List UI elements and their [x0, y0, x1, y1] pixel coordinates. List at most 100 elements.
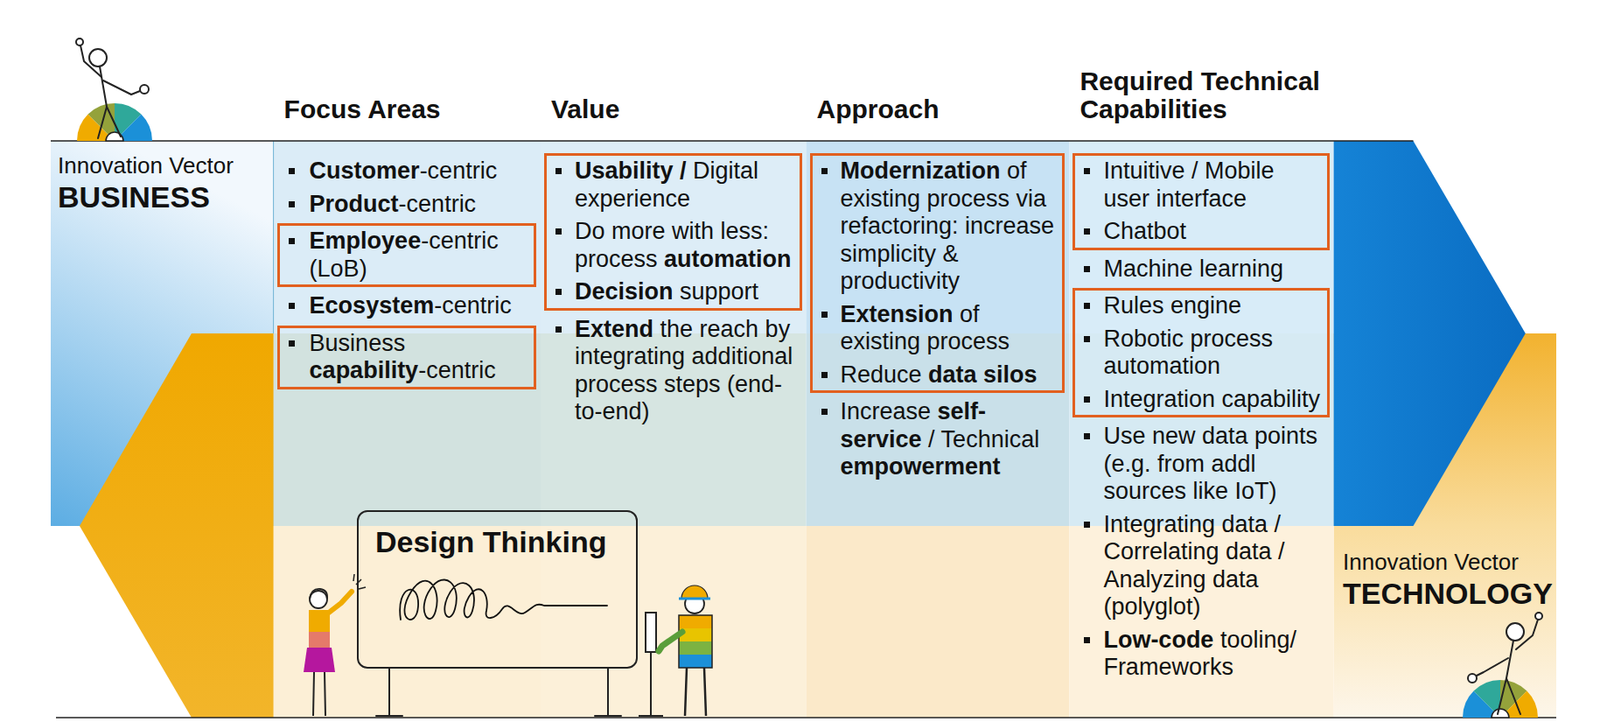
bullet-text: Low-code tooling/ Frameworks [1103, 626, 1326, 682]
text-run: Modernization [840, 157, 1001, 184]
column-body: Customer-centricProduct-centricEmployee-… [273, 153, 541, 395]
text-run: Product [309, 190, 399, 217]
screen [645, 612, 657, 652]
bullet-square [1083, 302, 1090, 309]
text-run: -centric [419, 157, 498, 184]
bullet-text: Ecosystem-centric [309, 292, 517, 321]
top-rule [50, 139, 1414, 142]
text-run: Usability / [574, 157, 687, 184]
bullet-item: Employee-centric (LoB) [279, 227, 534, 283]
woman-shirt [308, 609, 330, 632]
bullet-item: Product-centric [273, 190, 541, 219]
text-run: Ecosystem [309, 292, 435, 319]
bullet-square [555, 167, 562, 175]
bullet-square [1083, 335, 1090, 343]
vector-title: BUSINESS [57, 179, 268, 216]
whiteboard-leg [594, 668, 622, 716]
text-run: Increase [840, 398, 938, 425]
text-run: support [673, 278, 760, 305]
bullet-square [821, 408, 828, 415]
bullet-text: Reduce data silos [840, 361, 1062, 390]
bottom-rule [55, 716, 1557, 719]
bullet-text: Modernization of existing process via re… [840, 157, 1062, 296]
bullet-text: Rules engine [1103, 292, 1326, 321]
text-run: Machine learning [1103, 255, 1284, 282]
bullet-item: Customer-centric [273, 157, 541, 186]
text-run: Rules engine [1103, 292, 1242, 319]
text-run: Employee [309, 227, 422, 254]
person-head [89, 48, 107, 67]
bullet-item: Reduce data silos [812, 361, 1063, 390]
band-divider [272, 140, 274, 334]
whiteboard: Design Thinking [356, 510, 638, 669]
person-arm [1516, 619, 1538, 650]
column-tint [1068, 140, 1334, 334]
scribble [399, 579, 608, 620]
woman-skirt [303, 647, 336, 672]
bullet-item: Integrating data / Correlating data / An… [1068, 510, 1334, 622]
column-tint [806, 333, 1070, 526]
bullet-item: Extension of existing process [812, 300, 1063, 357]
column-tint [806, 525, 1070, 718]
bullet-text: Do more with less: process automation [574, 217, 797, 273]
bullet-item: Ecosystem-centric [273, 292, 541, 321]
man-outline [678, 614, 713, 668]
value-column: ValueUsability / Digital experienceDo mo… [540, 140, 807, 718]
text-run: Chatbot [1103, 217, 1187, 245]
text-run: empowerment [840, 453, 1001, 480]
bullet-square [1083, 228, 1090, 235]
business-vector-band: Innovation VectorBUSINESS [57, 152, 268, 216]
spark-lines [353, 573, 366, 589]
bullet-item: Do more with less: process automation [546, 217, 800, 273]
bullet-square [555, 228, 562, 235]
bullet-text: Employee-centric (LoB) [309, 227, 517, 283]
bullet-item: Robotic process automation [1075, 325, 1327, 381]
hard-hat-brim [678, 597, 711, 601]
column-tint [273, 140, 541, 334]
bullet-item: Increase self-service / Technical empowe… [806, 398, 1070, 482]
text-run: Integration capability [1103, 385, 1321, 413]
bullet-item: Chatbot [1075, 217, 1327, 246]
text-run: capability [309, 356, 420, 384]
vector-label: Innovation Vector [1342, 548, 1593, 576]
technology-band-chevron [79, 333, 274, 718]
text-run: Use new data points (e.g. from addl sour… [1103, 422, 1318, 504]
column-body: Modernization of existing process via re… [806, 153, 1070, 487]
woman-hair [309, 588, 328, 599]
person-hand [1535, 612, 1543, 620]
person-figure [76, 38, 149, 139]
bullet-square [821, 371, 828, 378]
bullet-text: Integration capability [1103, 385, 1326, 414]
bullet-square [288, 237, 295, 245]
highlight-box: Business capability-centric [277, 325, 537, 390]
text-run: TECHNOLOGY [1342, 576, 1553, 610]
man-shirt [678, 614, 713, 629]
text-run: Customer [309, 157, 420, 184]
bullet-text: Usability / Digital experience [574, 157, 797, 213]
bullet-square [288, 167, 295, 175]
text-run: Extend [574, 315, 654, 343]
bullet-text: Intuitive / Mobile user interface [1103, 157, 1326, 213]
bullet-item: Business capability-centric [279, 329, 534, 385]
bullet-text: Machine learning [1103, 255, 1326, 284]
capabilities-column: Required Technical CapabilitiesIntuitive… [1068, 140, 1334, 718]
bullet-text: Customer-centric [309, 157, 517, 186]
bullet-square [555, 288, 562, 295]
whiteboard-leg [376, 668, 403, 716]
column-heading: Required Technical Capabilities [1079, 67, 1334, 125]
text-run: Decision [574, 278, 674, 305]
person-head [1506, 622, 1524, 641]
column-heading: Value [551, 95, 805, 125]
bullet-square [288, 340, 295, 347]
person-legs [97, 106, 121, 139]
text-run: data silos [928, 361, 1038, 388]
text-run: Extension [840, 300, 954, 328]
text-run: -centric [433, 292, 512, 319]
text-run: Innovation Vector [1342, 548, 1519, 575]
bullet-square [1083, 396, 1090, 403]
column-tint [806, 140, 1070, 334]
bullet-square [1083, 433, 1090, 440]
person-figure [1467, 612, 1543, 714]
bullet-text: Chatbot [1103, 217, 1326, 246]
